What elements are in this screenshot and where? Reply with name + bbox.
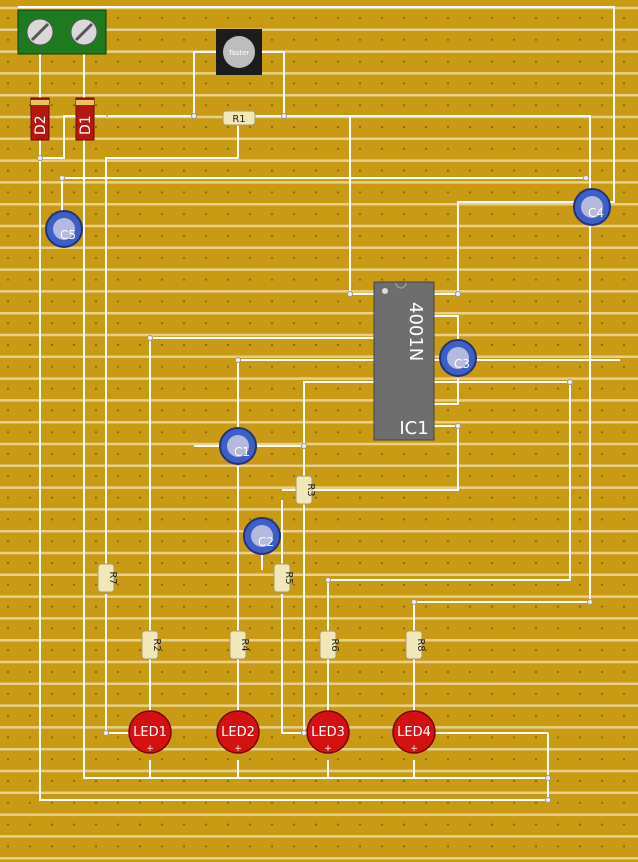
resistor-r1: R1 bbox=[222, 110, 256, 126]
solder-pad bbox=[583, 175, 589, 181]
led-led1: LED1 + bbox=[128, 710, 172, 754]
wire bbox=[39, 54, 549, 801]
resistor-r7: R7 bbox=[97, 563, 118, 593]
resistor-label: R6 bbox=[329, 638, 340, 651]
resistor-label: R8 bbox=[415, 638, 426, 651]
solder-pad bbox=[455, 291, 461, 297]
diode-d2: D2 bbox=[30, 97, 50, 141]
solder-pad bbox=[545, 797, 551, 803]
diode-d1: D1 bbox=[75, 97, 95, 141]
led-polarity-mark: + bbox=[234, 744, 242, 754]
leds: LED1 + LED2 + LED3 + LED4 + bbox=[128, 710, 436, 754]
resistor-label: R7 bbox=[107, 571, 118, 584]
capacitor-c3: C3 bbox=[439, 339, 477, 377]
led-label: LED2 bbox=[221, 725, 255, 740]
solder-pads bbox=[37, 113, 593, 803]
resistor-label: R5 bbox=[283, 571, 294, 584]
resistor-r4: R4 bbox=[229, 630, 250, 660]
wire bbox=[194, 381, 374, 447]
wire bbox=[40, 115, 106, 159]
solder-pad bbox=[301, 443, 307, 449]
solder-pad bbox=[191, 113, 197, 119]
led-led3: LED3 + bbox=[306, 710, 350, 754]
wire bbox=[108, 51, 216, 117]
solder-pad bbox=[59, 175, 65, 181]
capacitor-label: C2 bbox=[258, 535, 274, 549]
led-label: LED1 bbox=[133, 725, 167, 740]
wires bbox=[18, 6, 620, 801]
wire bbox=[282, 425, 459, 491]
led-led2: LED2 + bbox=[216, 710, 260, 754]
solder-pad bbox=[37, 155, 43, 161]
screw-terminal bbox=[17, 9, 107, 55]
solder-pad bbox=[325, 577, 331, 583]
wire bbox=[434, 201, 584, 295]
led-led4: LED4 + bbox=[392, 710, 436, 754]
capacitor-c4: C4 bbox=[573, 188, 611, 226]
wire bbox=[328, 381, 571, 581]
resistor-label: R4 bbox=[239, 638, 250, 651]
solder-pad bbox=[281, 113, 287, 119]
ic-part-label: 4001N bbox=[405, 302, 426, 361]
diode-d1-label: D1 bbox=[78, 115, 94, 135]
solder-pad bbox=[587, 599, 593, 605]
pushbutton-switch: Taster bbox=[216, 29, 262, 75]
solder-pad bbox=[567, 379, 573, 385]
solder-pad bbox=[411, 599, 417, 605]
led-label: LED4 bbox=[397, 725, 431, 740]
wire bbox=[105, 124, 239, 566]
resistor-r3: R3 bbox=[295, 475, 316, 505]
resistor-r8: R8 bbox=[405, 630, 426, 660]
solder-pad bbox=[455, 423, 461, 429]
wire bbox=[434, 378, 459, 405]
switch-label: Taster bbox=[228, 49, 250, 57]
solder-pad bbox=[103, 730, 109, 736]
resistor-r6: R6 bbox=[319, 630, 340, 660]
solder-pad bbox=[545, 775, 551, 781]
ic-designator: IC1 bbox=[399, 418, 428, 439]
resistor-label: R1 bbox=[232, 114, 245, 125]
resistor-label: R3 bbox=[305, 483, 316, 496]
led-label: LED3 bbox=[311, 725, 345, 740]
solder-pad bbox=[347, 291, 353, 297]
solder-pad bbox=[147, 335, 153, 341]
resistor-r2: R2 bbox=[141, 630, 162, 660]
capacitor-c2: C2 bbox=[243, 517, 281, 555]
solder-pad bbox=[301, 730, 307, 736]
solder-pad bbox=[235, 357, 241, 363]
capacitor-label: C3 bbox=[454, 357, 470, 371]
ic-4001n: 4001N IC1 bbox=[373, 281, 435, 441]
capacitor-label: C1 bbox=[234, 445, 250, 459]
diode-d2-label: D2 bbox=[33, 115, 49, 135]
capacitor-c1: C1 bbox=[219, 427, 257, 465]
capacitor-label: C5 bbox=[60, 228, 76, 242]
led-polarity-mark: + bbox=[146, 744, 154, 754]
led-polarity-mark: + bbox=[410, 744, 418, 754]
wire bbox=[434, 315, 459, 340]
wire bbox=[83, 54, 548, 779]
resistor-label: R2 bbox=[151, 638, 162, 651]
led-polarity-mark: + bbox=[324, 744, 332, 754]
capacitor-c5: C5 bbox=[45, 210, 83, 248]
resistor-r5: R5 bbox=[273, 563, 294, 593]
wire bbox=[281, 594, 304, 734]
capacitor-label: C4 bbox=[588, 206, 604, 220]
